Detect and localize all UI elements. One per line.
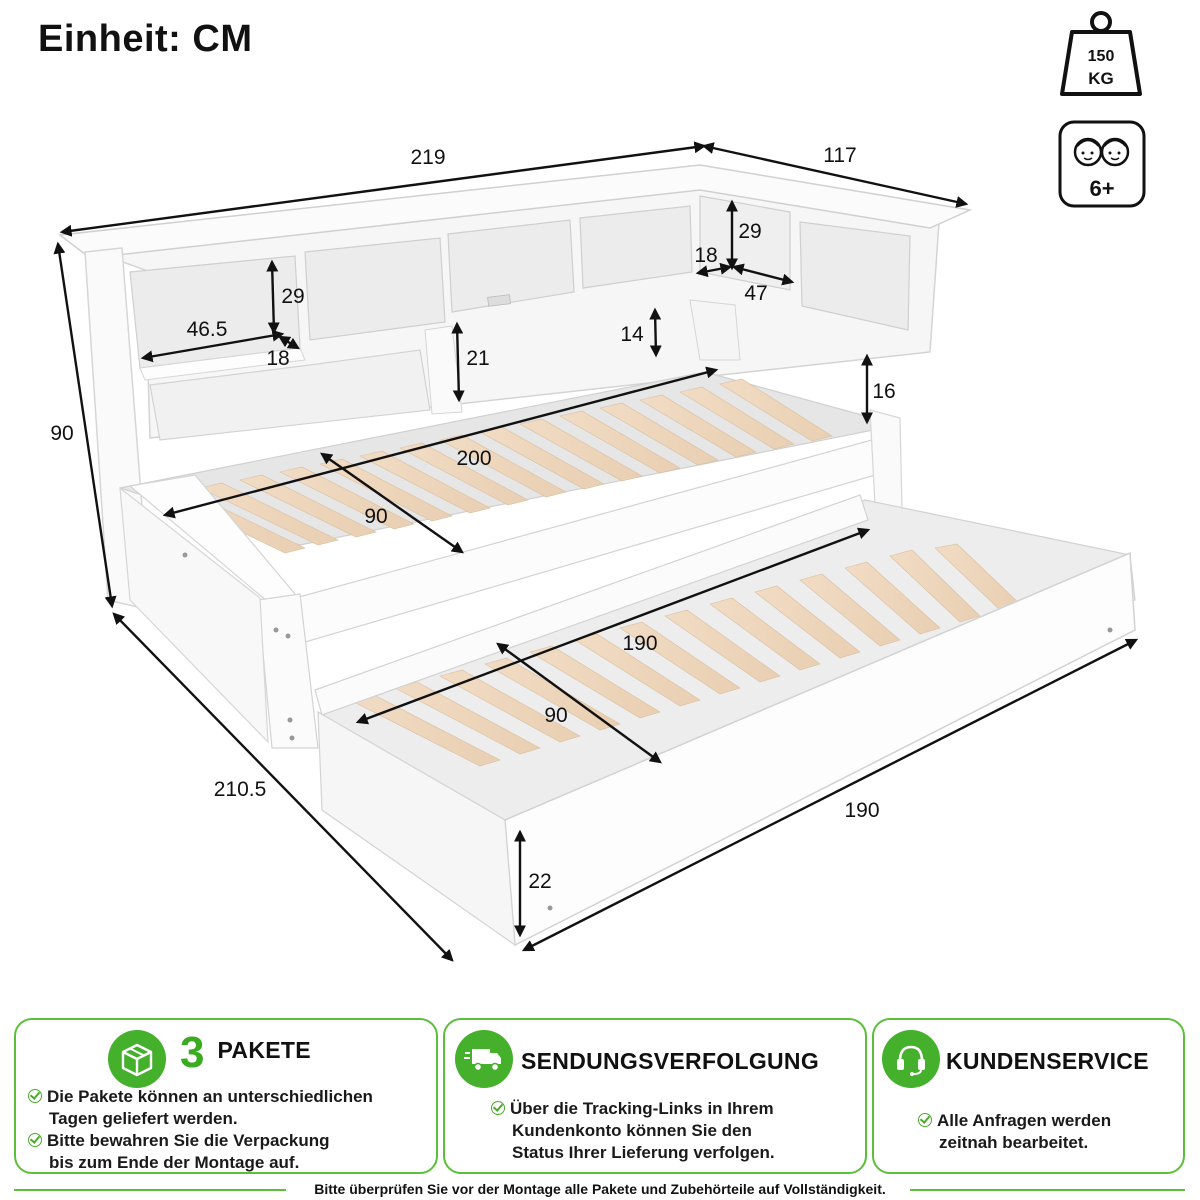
- dim-shelf-depth-right: 18: [694, 244, 717, 267]
- dim-shelf-width-left: 46.5: [187, 318, 228, 341]
- packages-count: 3: [180, 1028, 205, 1077]
- dim-small-gap: 14: [620, 323, 644, 346]
- footer-rule-left: [14, 1189, 286, 1191]
- packages-line-4: bis zum Ende der Montage auf.: [49, 1153, 300, 1172]
- packages-line-2: Tagen geliefert werden.: [49, 1109, 238, 1128]
- dim-bed-width: 90: [364, 505, 387, 528]
- dim-depth: 210.5: [214, 778, 267, 801]
- dim-bed-length: 200: [456, 447, 491, 470]
- packages-title: PAKETE: [217, 1037, 311, 1063]
- tracking-line-1: Über die Tracking-Links in Ihrem: [491, 1098, 774, 1120]
- packages-line-3: Bitte bewahren Sie die Verpackung: [28, 1130, 329, 1152]
- check-icon: [491, 1101, 505, 1115]
- headset-icon: [882, 1030, 940, 1088]
- bed-dimension-drawing: 219 117 90 210.5 46.5 29 18 29 18 47 21 …: [50, 141, 1139, 962]
- tracking-line-3: Status Ihrer Lieferung verfolgen.: [512, 1143, 775, 1162]
- tracking-title: SENDUNGSVERFOLGUNG: [521, 1048, 820, 1074]
- dimension-lines: [53, 141, 1139, 962]
- service-line-2: zeitnah bearbeitet.: [939, 1133, 1089, 1152]
- dim-bed-side-height: 16: [872, 380, 895, 403]
- tracking-line-2: Kundenkonto können Sie den: [512, 1121, 752, 1140]
- dim-shelf-height-left: 29: [281, 285, 304, 308]
- check-icon: [918, 1113, 932, 1127]
- packages-line-1: Die Pakete können an unterschiedlichen: [28, 1086, 373, 1108]
- age-badge: 6+: [1058, 120, 1146, 208]
- dim-total-length: 219: [410, 146, 445, 169]
- customer-service-panel: KUNDENSERVICE Alle Anfragen werden zeitn…: [872, 1018, 1185, 1174]
- dim-trundle-height: 22: [528, 870, 551, 893]
- dim-shelf-height-right: 29: [738, 220, 761, 243]
- dim-trundle-width: 90: [544, 704, 567, 727]
- age-value: 6+: [1089, 176, 1114, 201]
- dim-trundle-length: 190: [622, 632, 657, 655]
- weight-unit: KG: [1088, 69, 1114, 88]
- weight-badge: 150 KG: [1056, 8, 1146, 98]
- customer-service-title: KUNDENSERVICE: [946, 1048, 1149, 1074]
- delivery-truck-icon: [455, 1030, 513, 1088]
- check-icon: [28, 1089, 42, 1103]
- packages-panel: 3 PAKETE Die Pakete können an unterschie…: [14, 1018, 438, 1174]
- service-line-1: Alle Anfragen werden: [918, 1110, 1111, 1132]
- dim-niche-height: 21: [466, 347, 489, 370]
- dim-shelf-width-right: 47: [744, 282, 767, 305]
- dim-trundle-outer-length: 190: [844, 799, 879, 822]
- footer-rule-right: [910, 1189, 1185, 1191]
- children-age-icon: 6+: [1058, 120, 1146, 208]
- check-icon: [28, 1133, 42, 1147]
- dim-shelf-depth-left: 18: [266, 347, 289, 370]
- dim-height: 90: [50, 422, 73, 445]
- footer-note: Bitte überprüfen Sie vor der Montage all…: [314, 1181, 886, 1197]
- weight-icon: 150 KG: [1060, 11, 1142, 96]
- package-box-icon: [108, 1030, 166, 1088]
- unit-title: Einheit: CM: [38, 18, 253, 60]
- weight-value: 150: [1088, 48, 1115, 65]
- dim-side-length: 117: [823, 144, 856, 167]
- tracking-panel: SENDUNGSVERFOLGUNG Über die Tracking-Lin…: [443, 1018, 867, 1174]
